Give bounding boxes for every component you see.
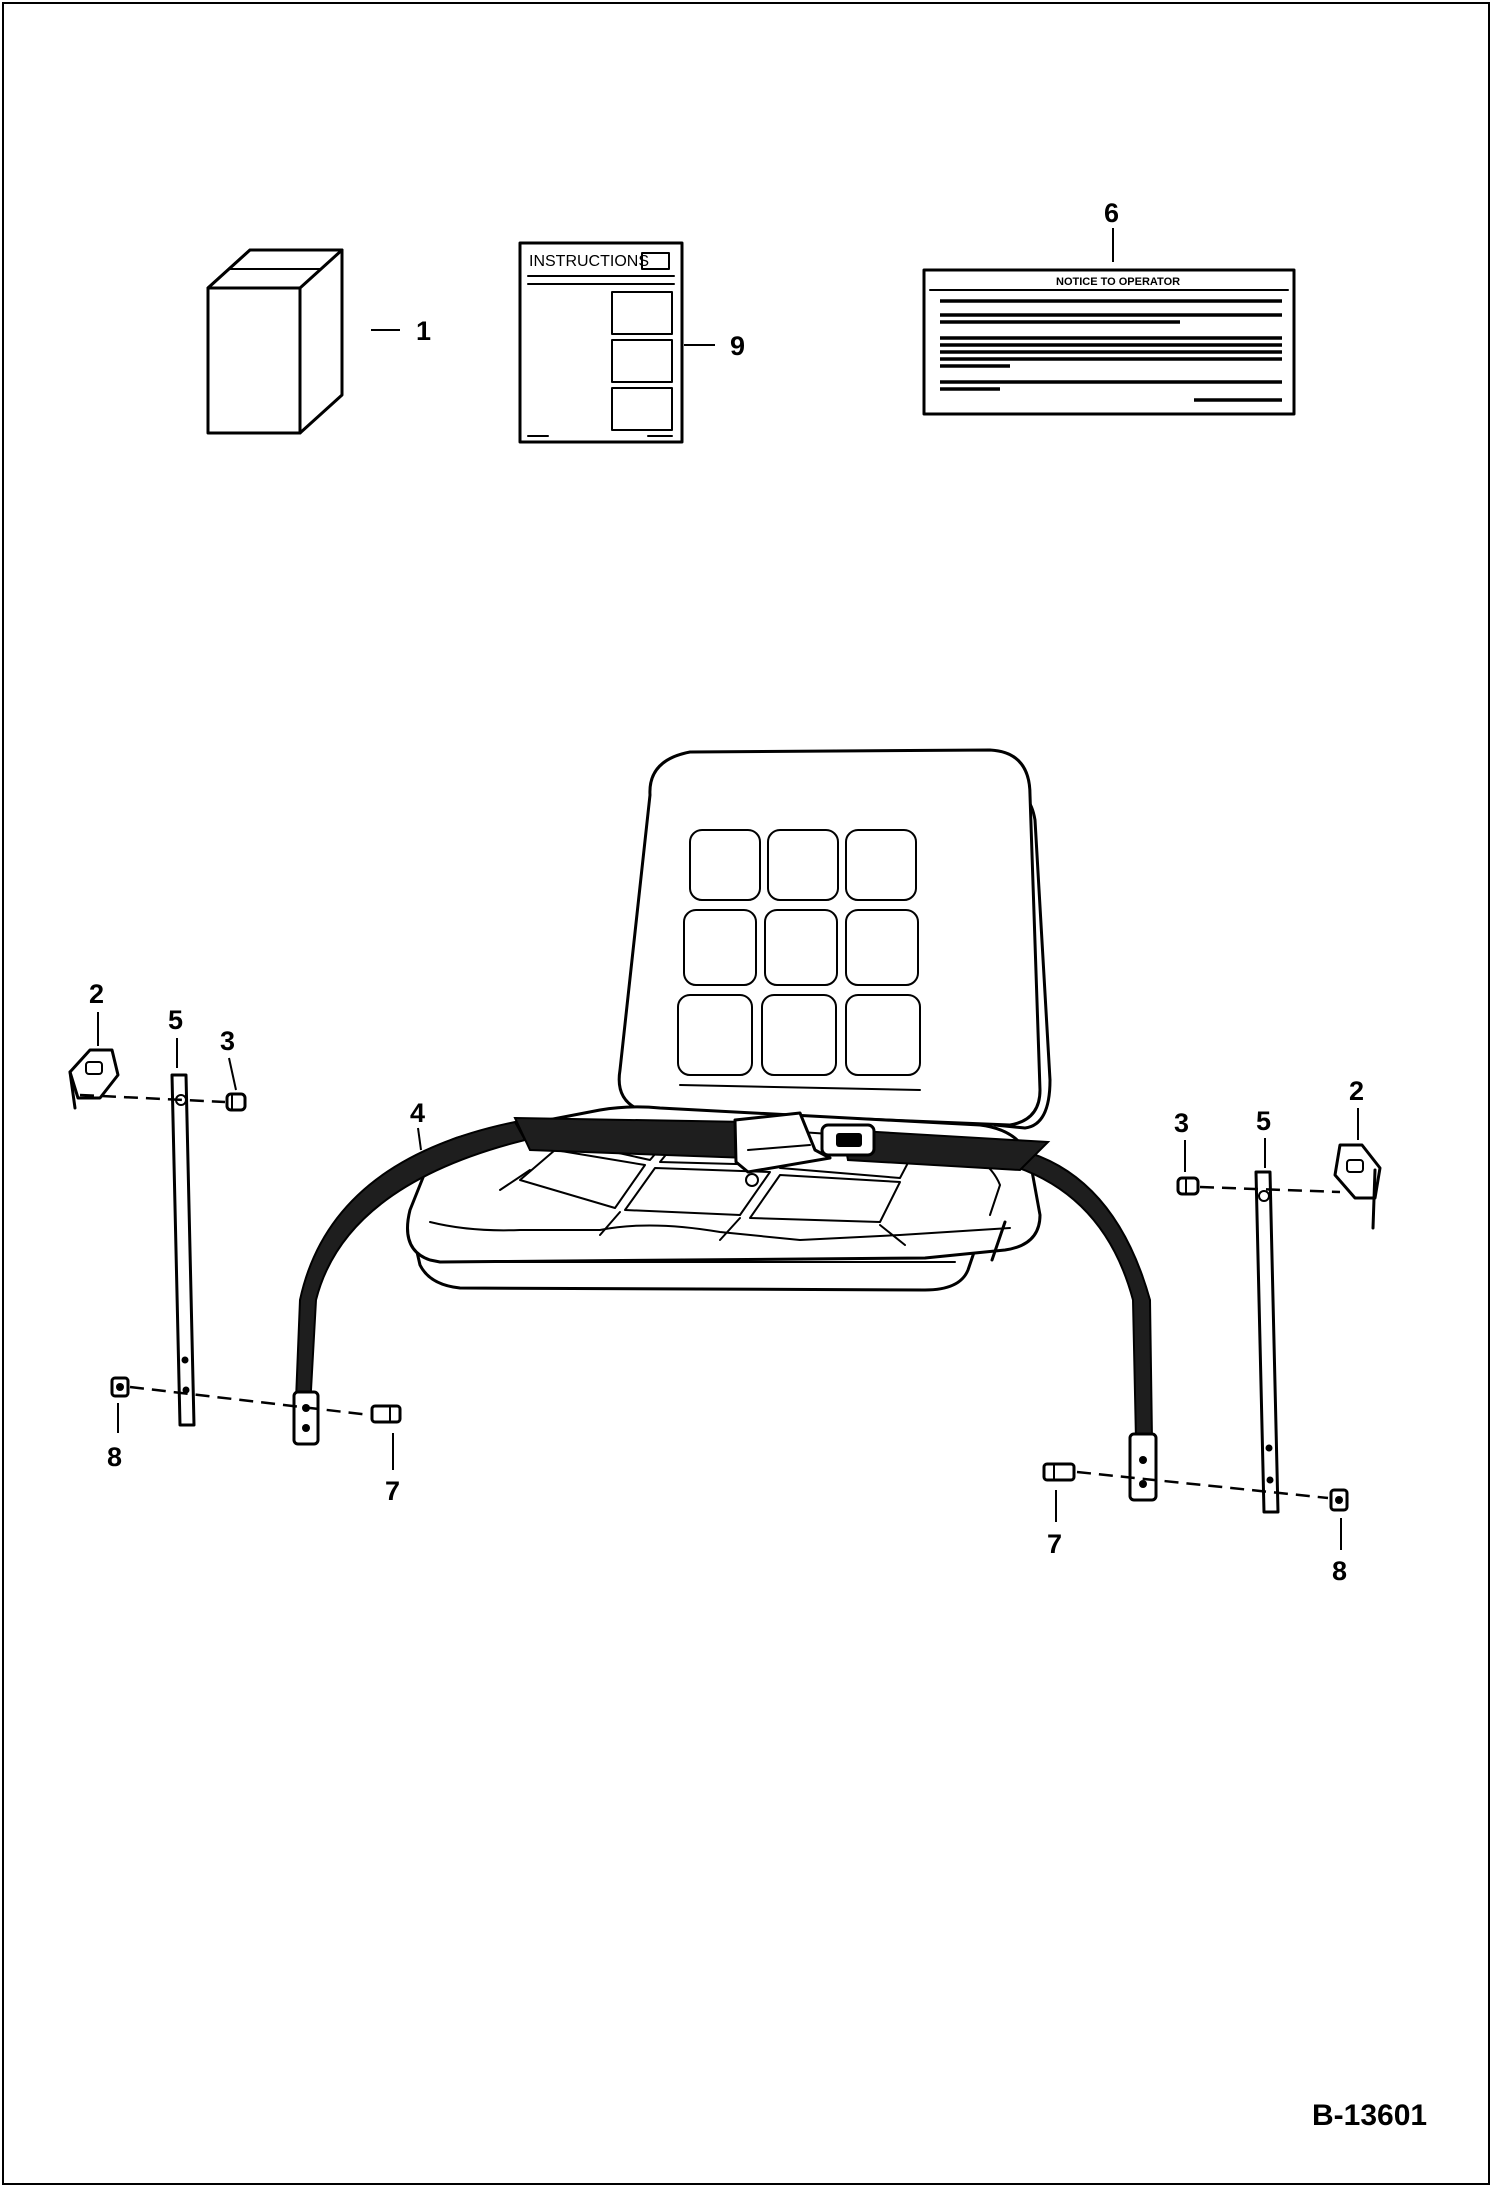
callout-5-right: 5 — [1256, 1106, 1271, 1136]
decal-title: NOTICE TO OPERATOR — [1056, 276, 1180, 288]
figure-id: B-13601 — [1312, 2099, 1427, 2132]
callout-4: 4 — [410, 1098, 425, 1128]
callout-3-left: 3 — [220, 1026, 235, 1056]
callout-7-left: 7 — [385, 1476, 400, 1506]
kit-box-drawing — [206, 248, 344, 435]
callout-8-right: 8 — [1332, 1556, 1347, 1586]
notice-decal-drawing: NOTICE TO OPERATOR — [922, 268, 1296, 416]
seat-belt-drawing — [292, 1111, 1158, 1502]
callout-9: 9 — [730, 331, 745, 361]
callout-1: 1 — [416, 316, 431, 346]
callout-3-right: 3 — [1174, 1108, 1189, 1138]
callout-2-right: 2 — [1349, 1076, 1364, 1106]
callout-8-left: 8 — [107, 1442, 122, 1472]
leader-4 — [417, 1127, 422, 1151]
instructions-sheet-drawing: INSTRUCTIONS — [518, 241, 684, 444]
leader-3-left — [228, 1057, 237, 1091]
right-mounting-hardware — [1042, 1143, 1382, 1514]
callout-7-right: 7 — [1047, 1529, 1062, 1559]
left-mounting-hardware — [68, 1048, 402, 1427]
callout-5-left: 5 — [168, 1005, 183, 1035]
instructions-title: INSTRUCTIONS — [529, 253, 649, 270]
seat-drawing — [406, 748, 1052, 1292]
callout-2-left: 2 — [89, 979, 104, 1009]
callout-6: 6 — [1104, 198, 1119, 228]
